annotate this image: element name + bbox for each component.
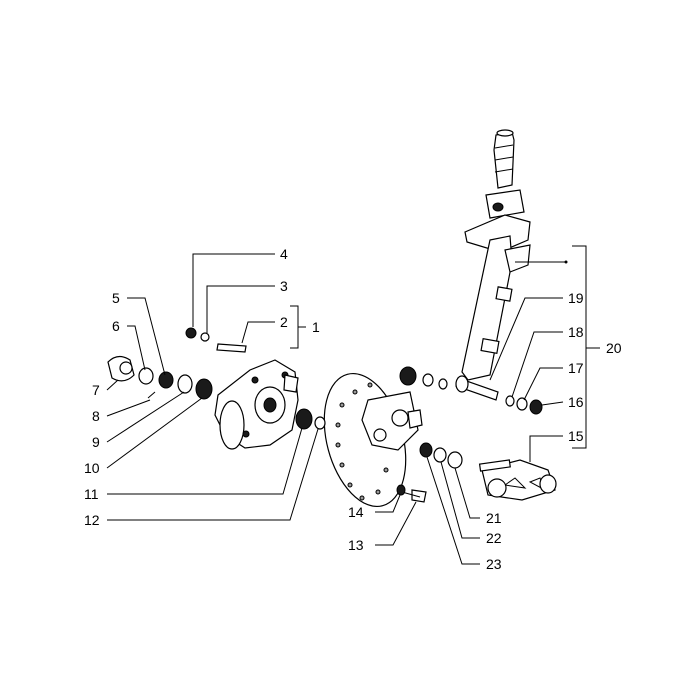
callout-20: 20 xyxy=(606,340,622,356)
axle-hardware xyxy=(505,395,543,415)
callout-3: 3 xyxy=(280,278,288,294)
callout-labels: 4 3 2 1 5 6 7 8 9 10 11 12 13 14 15 16 1… xyxy=(84,246,622,572)
bearing-stack xyxy=(399,366,448,390)
callout-23: 23 xyxy=(486,556,502,572)
steering-fork-assembly xyxy=(455,129,531,401)
callout-13: 13 xyxy=(348,537,364,553)
callout-7: 7 xyxy=(92,382,100,398)
callout-17: 17 xyxy=(568,360,584,376)
callout-16: 16 xyxy=(568,394,584,410)
callout-22: 22 xyxy=(486,530,502,546)
callout-5: 5 xyxy=(112,290,120,306)
stud-and-washers xyxy=(185,327,247,353)
swing-link xyxy=(478,459,557,501)
brake-disc xyxy=(323,372,423,508)
callout-9: 9 xyxy=(92,434,100,450)
callout-18: 18 xyxy=(568,324,584,340)
bolt-13 xyxy=(401,489,427,503)
callout-1: 1 xyxy=(312,319,320,335)
callout-12: 12 xyxy=(84,512,100,528)
washer-stack xyxy=(419,442,463,469)
callout-8: 8 xyxy=(92,408,100,424)
nut-14 xyxy=(396,484,406,496)
callout-10: 10 xyxy=(84,460,100,476)
callout-19: 19 xyxy=(568,290,584,306)
callout-4: 4 xyxy=(280,246,288,262)
hub-bearings xyxy=(295,408,326,430)
callout-14: 14 xyxy=(348,504,364,520)
callout-2: 2 xyxy=(280,314,288,330)
callout-6: 6 xyxy=(112,318,120,334)
callout-15: 15 xyxy=(568,428,584,444)
wheel-hub xyxy=(214,359,299,450)
callout-21: 21 xyxy=(486,510,502,526)
callout-11: 11 xyxy=(84,486,99,502)
hub-cap-stack xyxy=(107,355,213,400)
leader-lines xyxy=(106,245,600,565)
